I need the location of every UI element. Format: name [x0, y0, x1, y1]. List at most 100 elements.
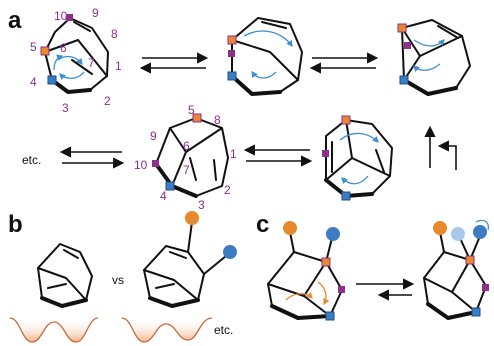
molecule-a2	[227, 17, 303, 96]
atom-number-5: 5	[30, 40, 37, 54]
front-bonds	[148, 296, 200, 308]
panel-label-c: c	[256, 211, 269, 238]
blue-square-icon	[165, 181, 175, 191]
blue-square-icon	[47, 75, 57, 85]
purple-square-icon	[338, 286, 345, 293]
atom-number-4: 4	[160, 189, 167, 203]
curly-arrow-1	[243, 30, 293, 48]
front-bonds	[270, 304, 332, 320]
purple-square-icon	[228, 50, 235, 57]
energy-well-symmetric	[9, 317, 99, 343]
orange-square-icon	[40, 46, 50, 56]
orange-substituent-icon	[185, 211, 199, 225]
substituent-bond-orange	[187, 221, 193, 253]
atom-number-3: 3	[198, 198, 205, 212]
ring-outline	[231, 17, 303, 95]
equilibrium-arrows-icon	[139, 52, 209, 74]
double-bond-9-8	[73, 21, 91, 32]
front-bonds	[426, 302, 478, 320]
curly-arrow-1	[339, 132, 379, 143]
blue-square-icon	[471, 307, 481, 317]
curly-arrow-2	[59, 71, 85, 80]
atom-number-7: 7	[183, 163, 190, 177]
blue-square-icon	[399, 75, 409, 85]
atom-number-7: 7	[88, 56, 95, 70]
molecule-a1-bullvalene-numbered: 1 2 3 4 5 6 7 8 9 10	[30, 6, 122, 115]
atom-number-6: 6	[60, 41, 67, 55]
front-bonds	[40, 296, 88, 308]
curly-arrow-1	[57, 55, 83, 66]
bridge	[267, 283, 331, 317]
double-bond-6-7	[189, 157, 197, 181]
bridge-2	[303, 261, 327, 297]
substituent-bond-blue	[203, 255, 227, 275]
rotation-arrow	[475, 219, 490, 231]
back-bridge	[231, 39, 299, 81]
atom-number-3: 3	[62, 101, 69, 115]
double-bond-2	[47, 283, 67, 289]
etc-label-left: etc.	[22, 153, 41, 167]
bridge-right	[351, 157, 391, 177]
orange-square-icon	[397, 23, 407, 33]
bridge	[143, 269, 199, 301]
molecule-a5	[322, 115, 393, 201]
blue-square-icon	[325, 311, 335, 321]
atom-number-10: 10	[134, 158, 148, 172]
orange-square-icon	[192, 113, 202, 123]
front-bonds	[230, 74, 282, 96]
atom-number-5: 5	[188, 103, 195, 117]
vs-label: vs	[112, 273, 124, 287]
purple-square-icon	[152, 160, 159, 167]
panel-label-a: a	[8, 7, 22, 34]
bridge-left	[325, 119, 353, 181]
purple-square-icon	[482, 284, 489, 291]
molecule-c2	[423, 219, 490, 320]
equilibrium-arrows-icon	[59, 146, 125, 169]
double-bond	[437, 25, 459, 39]
molecule-b1-bullvalene	[37, 243, 93, 308]
atom-number-1: 1	[115, 59, 122, 73]
ring-outline	[325, 119, 393, 197]
front-bonds	[402, 78, 458, 96]
atom-number-2: 2	[104, 94, 111, 108]
curly-arrow-2	[251, 70, 277, 79]
orange-substituent-icon	[433, 221, 447, 235]
blue-substituent-icon	[223, 245, 237, 259]
curly-arrow-3	[53, 54, 64, 71]
atom-number-8: 8	[111, 27, 118, 41]
molecule-a3	[397, 19, 471, 96]
double-bond	[261, 21, 287, 29]
molecule-b2-substituted	[143, 211, 237, 308]
molecule-c1	[267, 221, 345, 321]
orange-square-icon	[227, 35, 237, 45]
atom-number-1: 1	[230, 147, 237, 161]
curly-arrow-2	[413, 63, 441, 72]
atom-number-10: 10	[54, 9, 68, 23]
double-bond-1-2	[213, 159, 217, 181]
energy-well-asymmetric	[121, 317, 213, 343]
curly-arrow-2	[341, 175, 369, 185]
bridge-top	[185, 127, 223, 153]
bridge	[37, 267, 87, 301]
orange-square-icon	[465, 255, 475, 265]
double-bond-2	[155, 283, 175, 289]
front-bonds	[50, 78, 92, 94]
atom-number-4: 4	[30, 75, 37, 89]
back-bridge	[44, 39, 108, 77]
bridge-left	[169, 127, 187, 187]
equilibrium-arrows-icon	[243, 144, 313, 167]
orange-square-icon	[321, 257, 331, 267]
equilibrium-arrows-icon	[356, 278, 415, 301]
blue-substituent-icon	[473, 225, 487, 239]
atom-number-2: 2	[224, 183, 231, 197]
double-bond	[169, 251, 187, 259]
atom-number-8: 8	[214, 113, 221, 127]
panel-label-b: b	[8, 211, 23, 238]
curly-arrow-orange-1	[285, 292, 313, 301]
curly-arrow-orange-2	[317, 281, 330, 306]
blue-square-icon	[227, 71, 237, 81]
light-blue-substituent-icon	[451, 227, 465, 241]
purple-square-icon	[404, 42, 411, 49]
equilibrium-arrows-icon	[309, 52, 379, 74]
